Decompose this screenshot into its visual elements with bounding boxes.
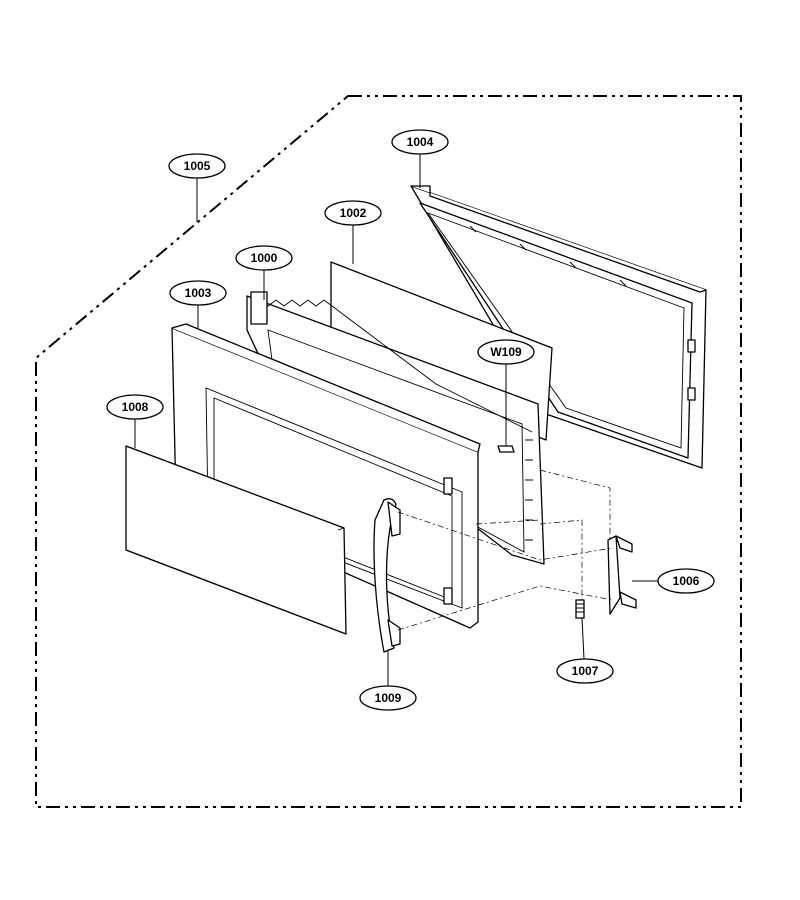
part-w109-screw [497, 440, 515, 453]
callout-w109: W109 [477, 339, 535, 440]
part-1009-handle [373, 498, 401, 653]
callout-1002-label: 1002 [340, 206, 367, 220]
callout-1003-label: 1003 [185, 286, 212, 300]
callout-1000: 1000 [235, 245, 293, 300]
callout-1009: 1009 [359, 650, 417, 711]
assembly-boundary [35, 95, 742, 808]
callout-1005-label: 1005 [184, 159, 211, 173]
callout-1008-label: 1008 [122, 400, 149, 414]
callout-1004-label: 1004 [407, 135, 434, 149]
callout-1007-label: 1007 [572, 664, 599, 678]
part-1004-rear-frame [410, 185, 707, 469]
callout-1009-label: 1009 [375, 691, 402, 705]
callout-1006: 1006 [632, 568, 715, 594]
callout-1003: 1003 [169, 280, 227, 328]
callout-1008: 1008 [106, 394, 164, 448]
callout-1000-label: 1000 [251, 251, 278, 265]
hidden-assembly-lines [397, 469, 613, 631]
callout-1002: 1002 [324, 200, 382, 264]
callout-w109-label: W109 [490, 345, 522, 359]
callout-1005: 1005 [168, 153, 226, 222]
callout-1006-label: 1006 [673, 574, 700, 588]
callout-1007: 1007 [556, 617, 614, 684]
part-1007-spring [575, 599, 585, 619]
part-1008-front-panel [125, 445, 347, 635]
part-1006-latch [607, 535, 637, 615]
callout-1004: 1004 [391, 129, 449, 188]
